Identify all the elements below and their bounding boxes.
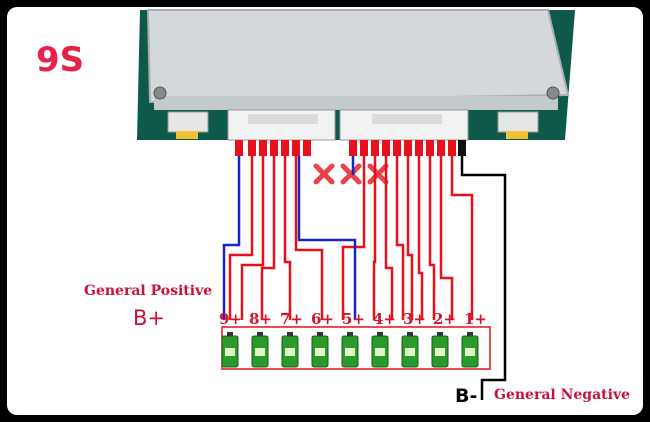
bms-board bbox=[137, 9, 575, 140]
general-positive-label: General Positive bbox=[84, 283, 213, 299]
battery-icon bbox=[311, 332, 329, 368]
black-wire bbox=[460, 156, 507, 400]
battery-icon bbox=[461, 332, 479, 368]
cell-label: 9+ bbox=[219, 310, 243, 328]
battery-icon bbox=[221, 332, 239, 368]
cell-label: 1+ bbox=[464, 310, 488, 328]
cell-label: 5+ bbox=[342, 310, 366, 328]
cell-label: 7+ bbox=[280, 310, 304, 328]
battery-icon bbox=[371, 332, 389, 368]
battery-icon bbox=[431, 332, 449, 368]
red-wires bbox=[228, 156, 474, 320]
batteries bbox=[221, 332, 479, 368]
cell-label: 6+ bbox=[311, 310, 335, 328]
battery-icon bbox=[281, 332, 299, 368]
cell-label: 3+ bbox=[403, 310, 427, 328]
battery-icon bbox=[251, 332, 269, 368]
cell-label: 8+ bbox=[249, 310, 273, 328]
x-mark-icon bbox=[313, 163, 389, 185]
cell-label: 2+ bbox=[433, 310, 457, 328]
b-plus-label: B+ bbox=[133, 306, 166, 330]
connector-pins bbox=[235, 140, 456, 156]
blue-wires bbox=[222, 156, 357, 320]
general-negative-label: General Negative bbox=[494, 387, 630, 403]
page-title: 9S bbox=[36, 40, 85, 80]
battery-icon bbox=[341, 332, 359, 368]
cell-label: 4+ bbox=[373, 310, 397, 328]
b-minus-label: B- bbox=[455, 385, 478, 407]
balance-connector bbox=[227, 109, 469, 141]
battery-icon bbox=[401, 332, 419, 368]
